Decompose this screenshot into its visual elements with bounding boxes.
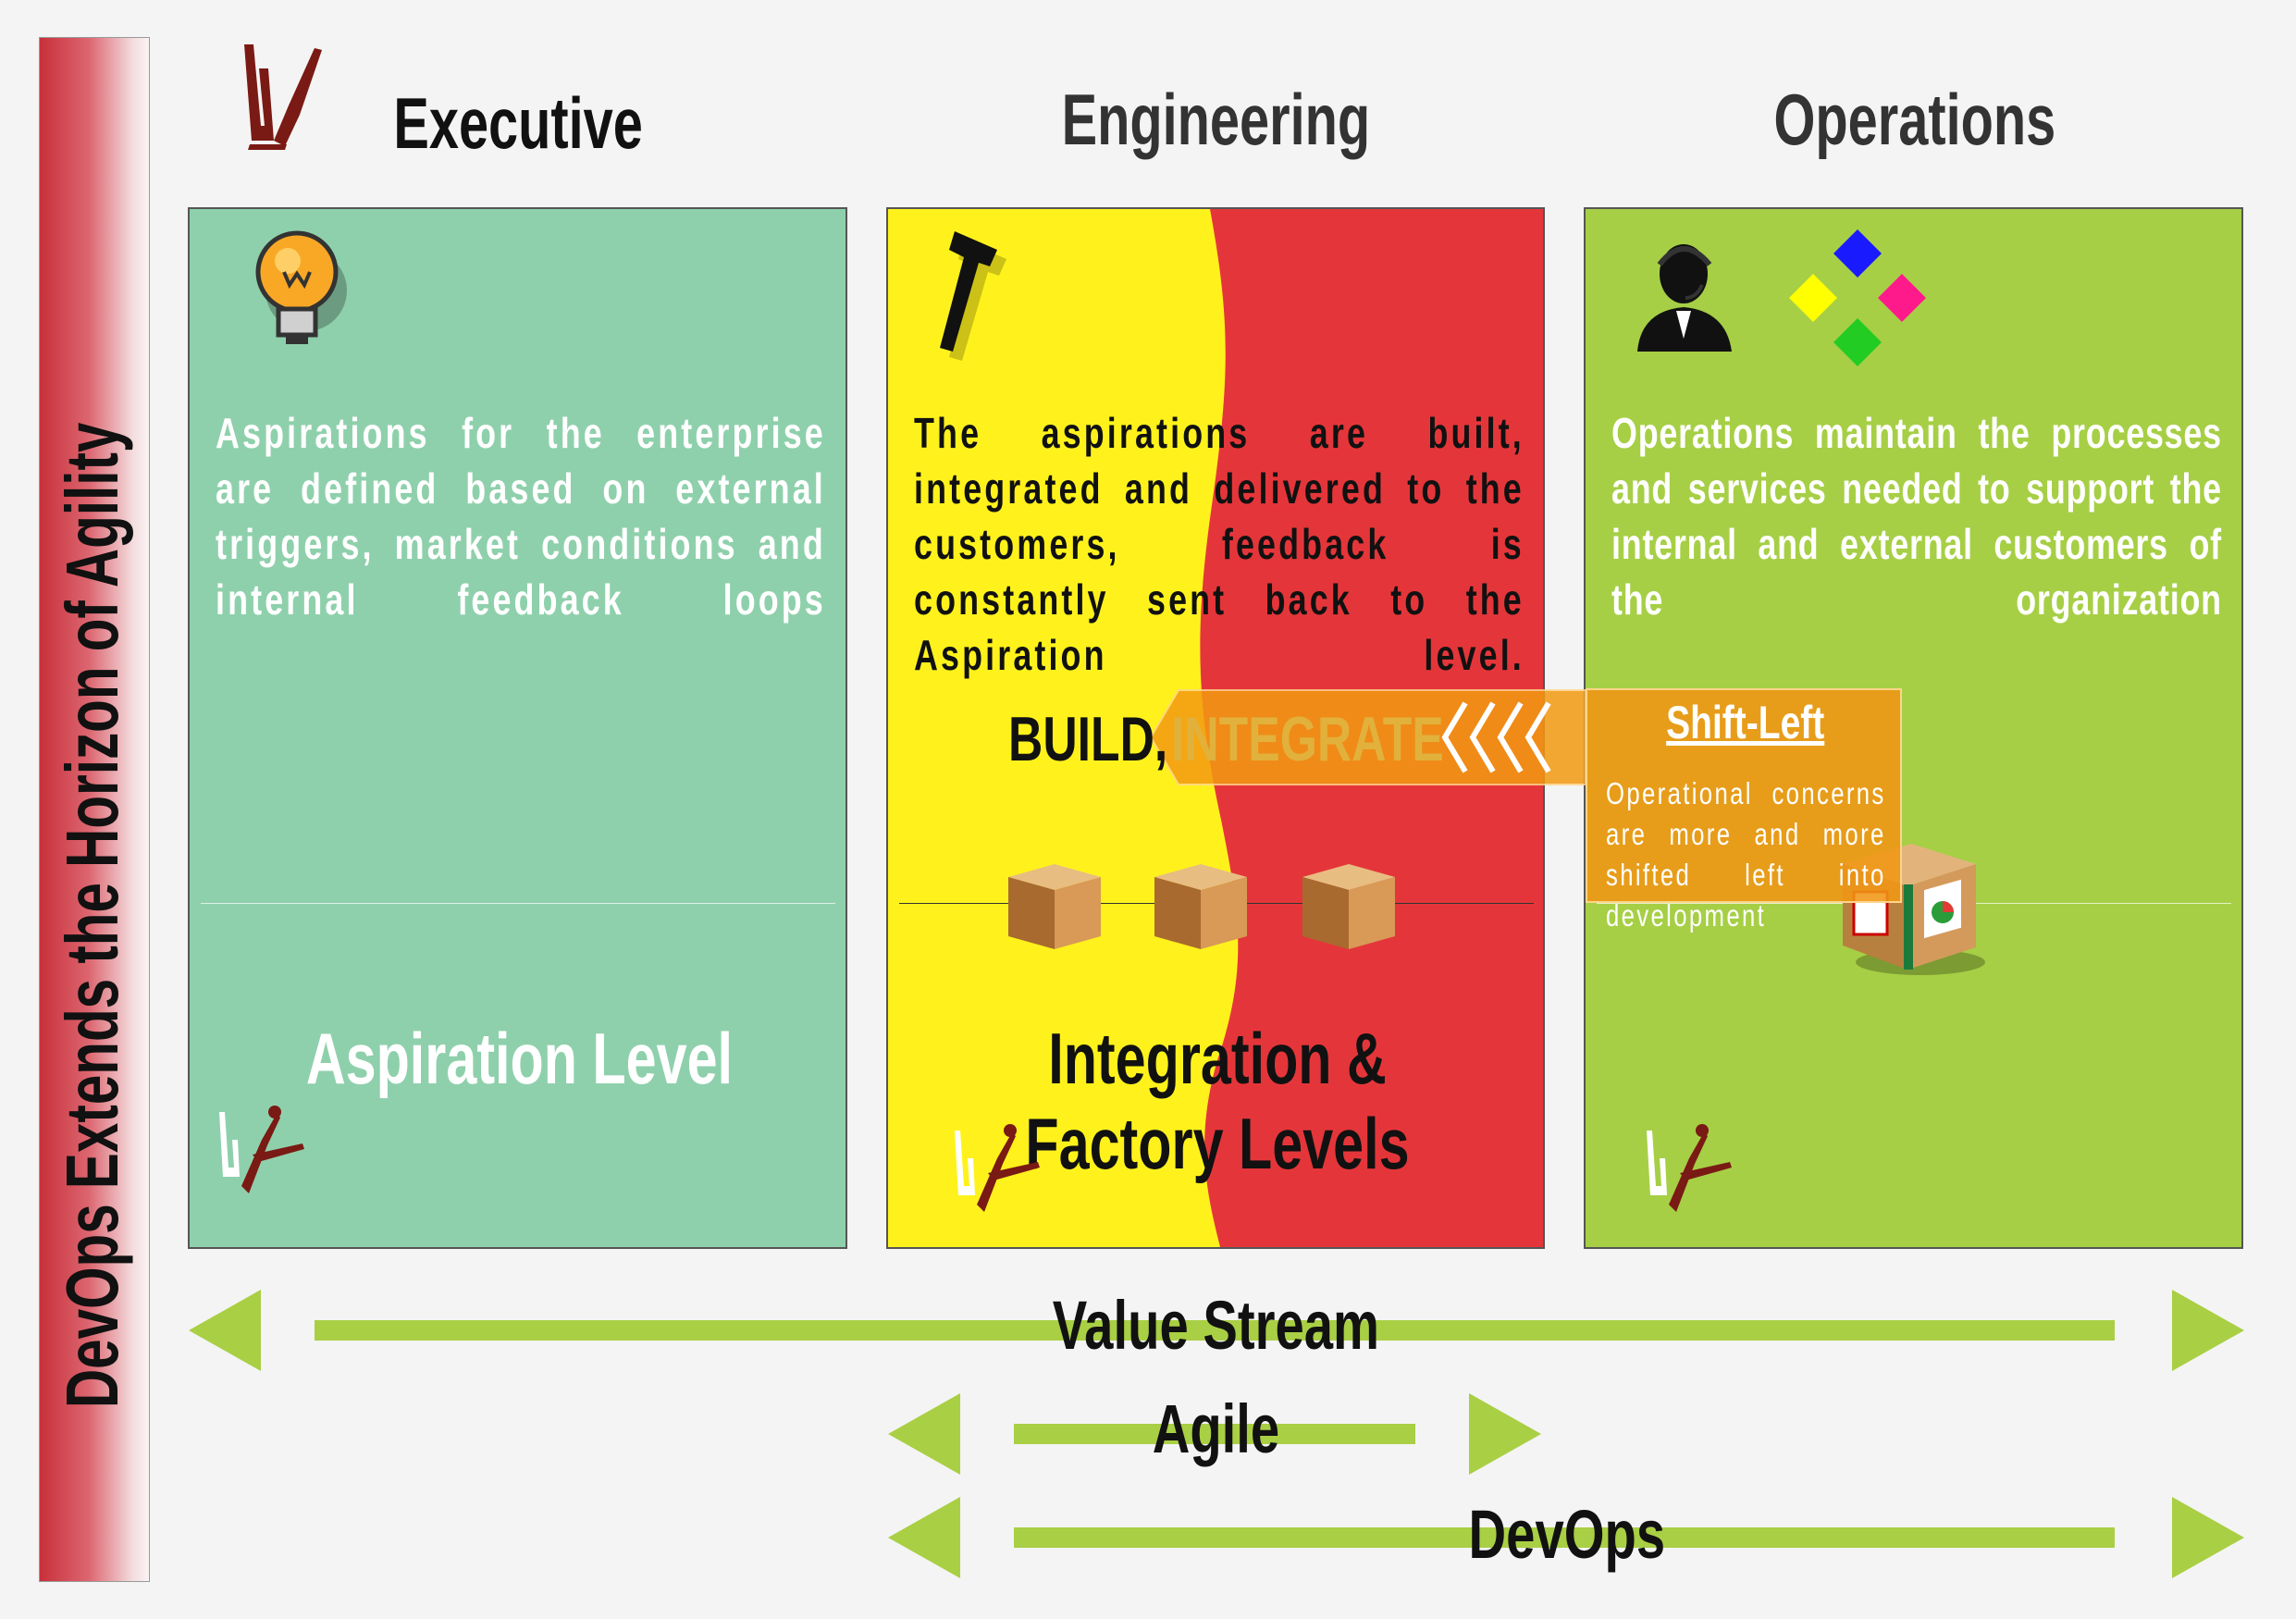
watermark-logo-icon [219, 1106, 304, 1193]
shift-left-title: Shift-Left [1666, 697, 1825, 748]
shift-left-body: Operational concerns are more and more s… [1606, 776, 1886, 933]
side-banner [39, 37, 150, 1582]
description-executive: Aspirations for the enterprise are defin… [216, 409, 826, 624]
build-label: BUILD, [1008, 704, 1168, 774]
agile-arrow [888, 1393, 1541, 1475]
logo-icon [244, 44, 322, 150]
devops-arrow [888, 1497, 2244, 1578]
header-operations: Operations [1773, 79, 2056, 160]
level-divider [201, 903, 835, 904]
diamond-cluster-icon [1789, 229, 1926, 366]
box-icon [1302, 864, 1395, 949]
agile-label: Agile [1152, 1390, 1279, 1467]
integrate-label: INTEGRATE [1171, 704, 1444, 774]
level-label-engineering: Integration & Factory Levels [1025, 1018, 1410, 1184]
header-executive: Executive [393, 82, 643, 164]
value-stream-arrow [189, 1290, 2244, 1371]
box-icon [1008, 864, 1101, 949]
integrate-arrow-band [1151, 689, 1586, 785]
side-banner-title: DevOps Extends the Horizon of Agility [51, 422, 133, 1408]
header-engineering: Engineering [1061, 79, 1370, 160]
lightbulb-icon [255, 230, 347, 344]
box-icon [1154, 864, 1247, 949]
panel-executive: Aspirations for the enterprise are defin… [188, 207, 847, 1249]
watermark-logo-icon [1647, 1124, 1732, 1212]
watermark-logo-icon [955, 1124, 1040, 1212]
description-operations: Operations maintain the processes and se… [1611, 409, 2222, 624]
devops-label: DevOps [1468, 1496, 1666, 1573]
support-agent-icon [1637, 244, 1732, 352]
value-stream-label: Value Stream [1052, 1287, 1379, 1364]
hammer-icon [940, 231, 1006, 361]
shift-left-callout: Shift-Left Operational concerns are more… [1586, 688, 1902, 933]
level-label-executive: Aspiration Level [305, 1018, 734, 1099]
description-engineering: The aspirations are built, integrated an… [914, 409, 1524, 679]
